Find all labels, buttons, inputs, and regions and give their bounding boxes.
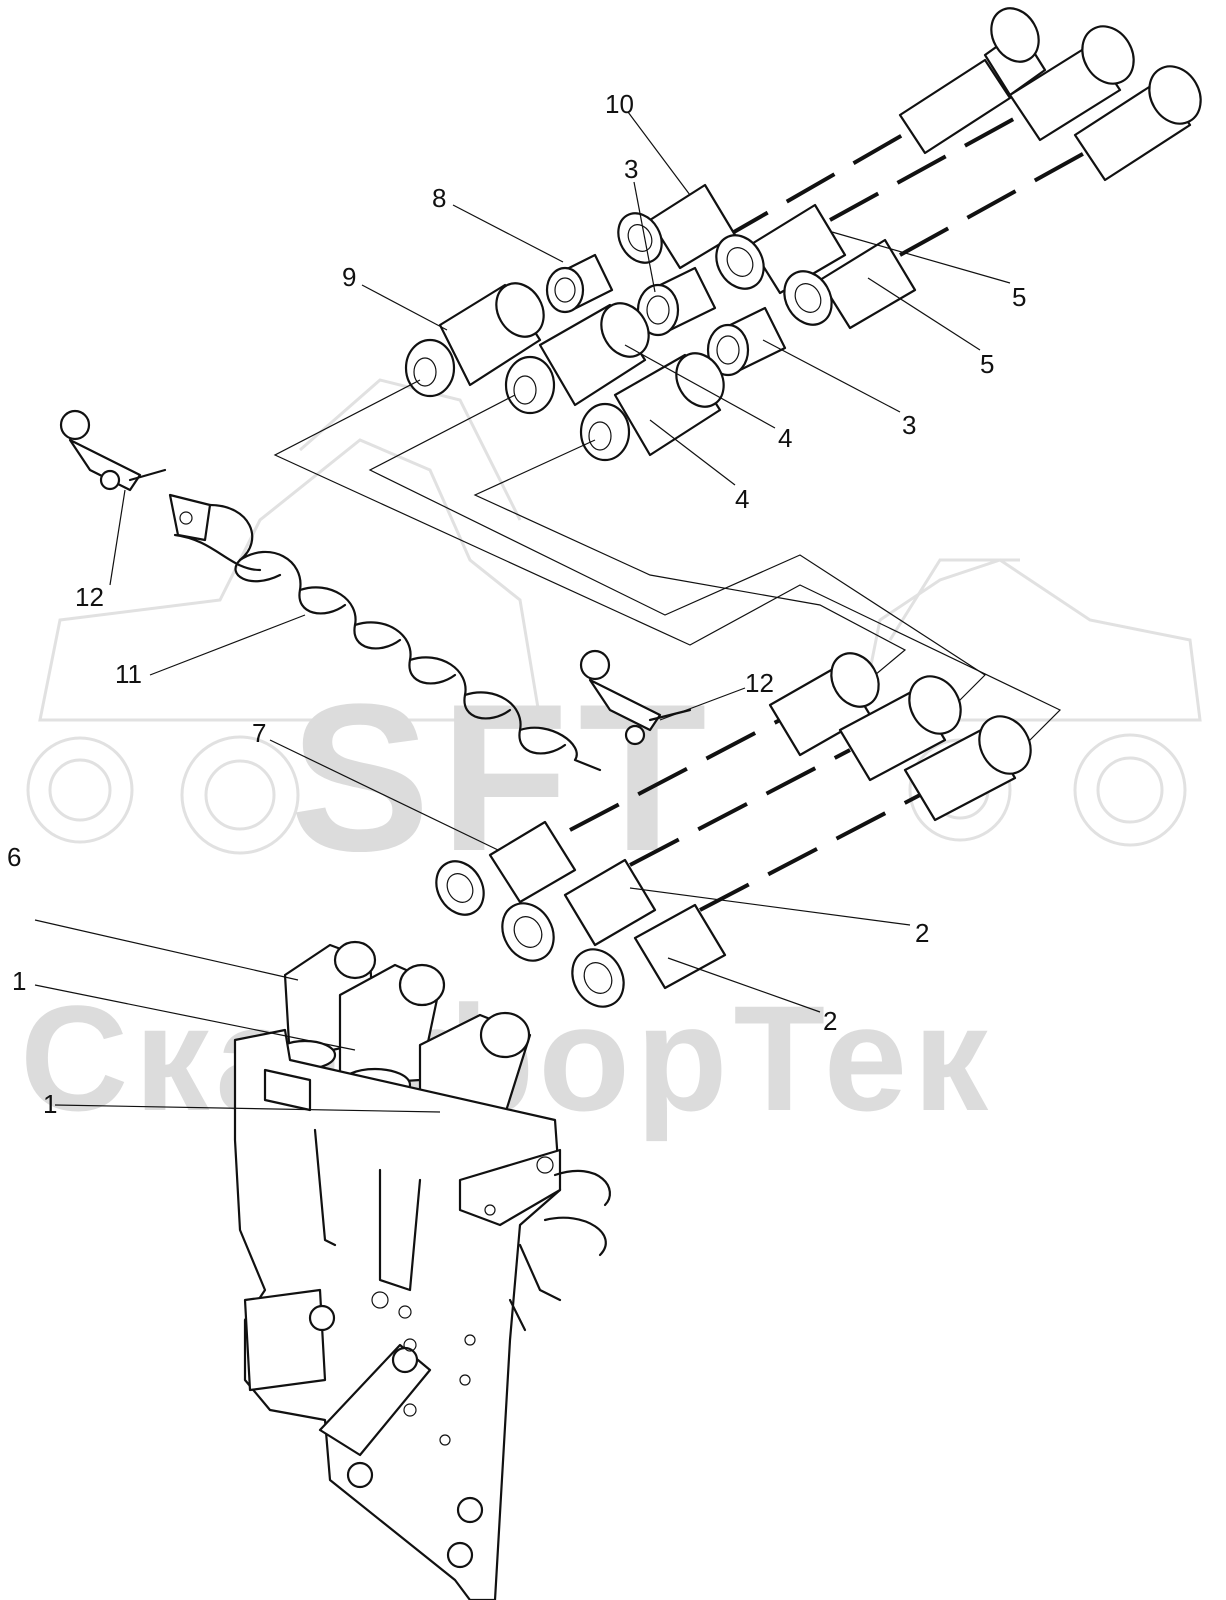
callout-4-lower: 4 [735,484,749,514]
hose-5-upper [715,25,1135,295]
adapter-8 [545,253,614,314]
callout-1-lower: 1 [43,1089,57,1119]
hose-10 [617,7,1047,270]
callout-3-lower: 3 [902,410,916,440]
valve-body [233,1028,611,1600]
callout-12-lower: 12 [745,668,774,698]
callout-3-upper: 3 [624,154,638,184]
callout-2-lower: 2 [823,1006,837,1036]
callout-labels: 10 8 3 9 5 5 3 4 4 12 12 11 7 6 2 2 1 1 [7,89,1026,1119]
callout-8: 8 [432,183,446,213]
hose-2-upper [501,675,962,962]
upper-hose-assemblies [617,7,1202,330]
callout-9: 9 [342,262,356,292]
clamp-12-upper [59,409,167,492]
adapter-3-upper [636,266,717,337]
callout-12-upper: 12 [75,582,104,612]
callout-7: 7 [252,718,266,748]
hose-2-lower [571,715,1032,1008]
elbow-9 [404,282,545,398]
adapters-upper [545,253,787,377]
callout-10: 10 [605,89,634,119]
watermark-tractor-left [26,378,542,855]
callout-6: 6 [7,842,21,872]
elbow-4-lower [579,352,725,462]
callout-5-upper: 5 [1012,282,1026,312]
adapter-3-lower [706,306,787,377]
callout-4-upper: 4 [778,423,792,453]
callout-2-upper: 2 [915,918,929,948]
callout-11: 11 [115,659,142,689]
clamp-12-lower [579,649,692,746]
callout-5-lower: 5 [980,349,994,379]
elbow-fittings-upper [404,282,725,462]
leader-lines [34,111,1011,1113]
hose-5-lower [783,65,1202,330]
hose-7 [435,652,880,916]
elbow-4-upper [504,302,650,415]
lower-hose-assemblies [435,652,1032,1008]
connection-lines [273,379,1062,746]
callout-1-upper: 1 [12,966,26,996]
spiral-hose-guard-11 [168,493,602,772]
